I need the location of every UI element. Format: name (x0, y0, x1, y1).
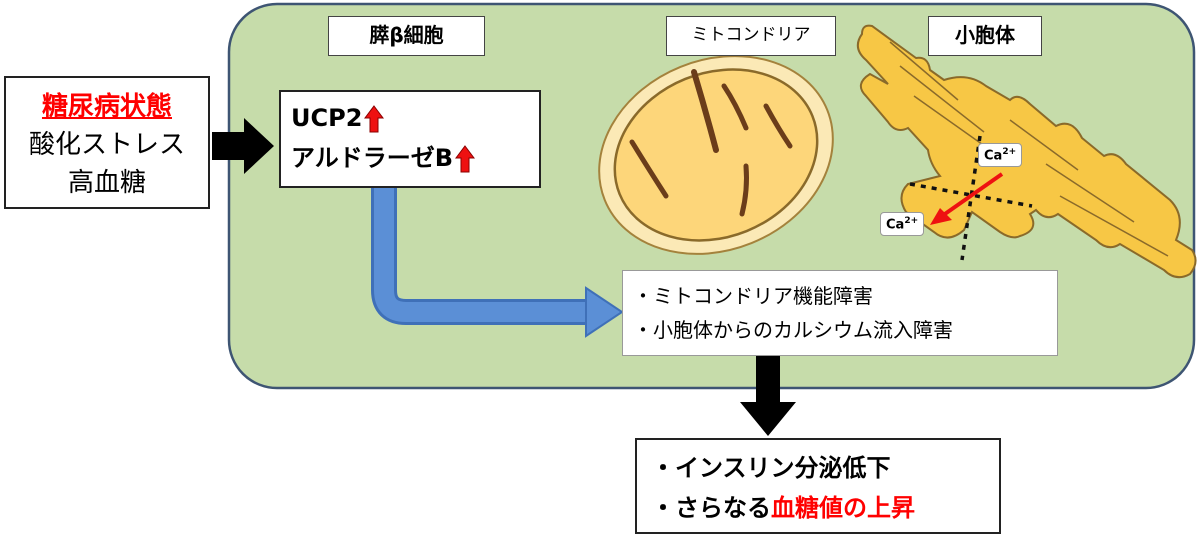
blue-elbow-arrow (371, 188, 624, 338)
outcome-prefix: ・さらなる (651, 494, 771, 522)
membrane-dotted-line (909, 182, 1033, 208)
outcome-line: ・インスリン分泌低下 (651, 454, 891, 482)
calcium-charge: 2+ (1002, 147, 1017, 157)
mechanism-box: UCP2 アルドラーゼB (279, 90, 541, 188)
mitochondrion-icon (598, 55, 834, 255)
calcium-symbol: Ca (886, 217, 905, 233)
calcium-efflux-arrow (930, 172, 1004, 225)
er-label: 小胞体 (928, 16, 1042, 56)
dysfunction-item: ・ミトコンドリア機能障害 (633, 284, 873, 308)
black-arrow (212, 118, 274, 174)
cause-item: 高血糖 (67, 168, 146, 198)
dysfunction-item: ・小胞体からのカルシウム流入障害 (633, 318, 953, 342)
up-arrow-icon (364, 105, 385, 133)
dysfunction-box: ・ミトコンドリア機能障害 ・小胞体からのカルシウム流入障害 (622, 270, 1058, 356)
cell-label: 膵β細胞 (328, 16, 485, 56)
aldolase-b-label: アルドラーゼB (291, 144, 454, 172)
calcium-label-inside: Ca2+ (978, 143, 1023, 168)
outcome-emphasis: 血糖値の上昇 (771, 494, 915, 522)
mitochondria-label: ミトコンドリア (666, 16, 836, 56)
cause-box: 糖尿病状態 酸化ストレス 高血糖 (4, 76, 210, 209)
mechanism-line: UCP2 (291, 98, 539, 138)
ucp2-label: UCP2 (291, 104, 363, 132)
cause-item: 酸化ストレス (28, 130, 185, 160)
outcome-line: ・さらなる血糖値の上昇 (651, 488, 999, 528)
outcome-box: ・インスリン分泌低下 ・さらなる血糖値の上昇 (635, 438, 1001, 534)
calcium-symbol: Ca (984, 148, 1003, 164)
black-arrow (740, 356, 796, 436)
calcium-label-outside: Ca2+ (880, 212, 925, 237)
up-arrow-icon (455, 145, 476, 173)
calcium-charge: 2+ (904, 216, 919, 226)
mechanism-line: アルドラーゼB (291, 138, 539, 178)
cause-title: 糖尿病状態 (41, 92, 172, 122)
